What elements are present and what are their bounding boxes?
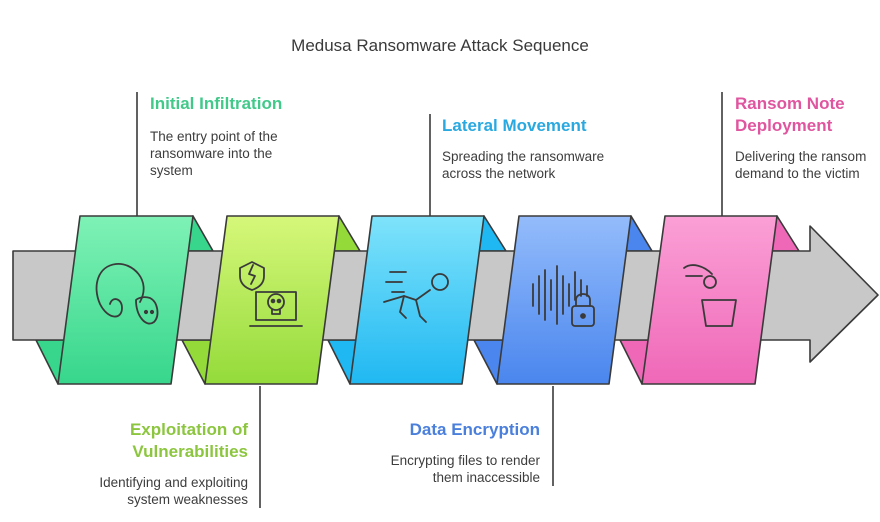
step-2-title: Exploitation of Vulnerabilities xyxy=(129,420,248,461)
step-4-title: Data Encryption xyxy=(409,420,540,439)
step-3-description: Spreading the ransomware across the netw… xyxy=(442,149,605,181)
skull-laptop-icon xyxy=(239,261,303,327)
step-panel-4 xyxy=(496,215,632,385)
step-2-description: Identifying and exploiting system weakne… xyxy=(99,475,248,507)
step-5-description: Delivering the ransom demand to the vict… xyxy=(735,149,867,181)
connector-lines xyxy=(136,92,723,508)
person-moving-icon xyxy=(383,271,449,323)
hand-coin-bucket-icon xyxy=(683,264,737,327)
step-3-title: Lateral Movement xyxy=(442,116,587,135)
step-1-title: Initial Infiltration xyxy=(150,94,283,113)
snake-icon xyxy=(95,263,159,325)
step-4-description: Encrypting files to render them inaccess… xyxy=(390,453,540,485)
diagram-title: Medusa Ransomware Attack Sequence xyxy=(291,36,589,55)
step-5-title: Ransom Note Deployment xyxy=(735,94,845,135)
step-1-description: The entry point of the ransomware into t… xyxy=(150,129,278,178)
step-panel-1 xyxy=(57,215,194,385)
encrypted-audio-icon xyxy=(532,265,595,327)
